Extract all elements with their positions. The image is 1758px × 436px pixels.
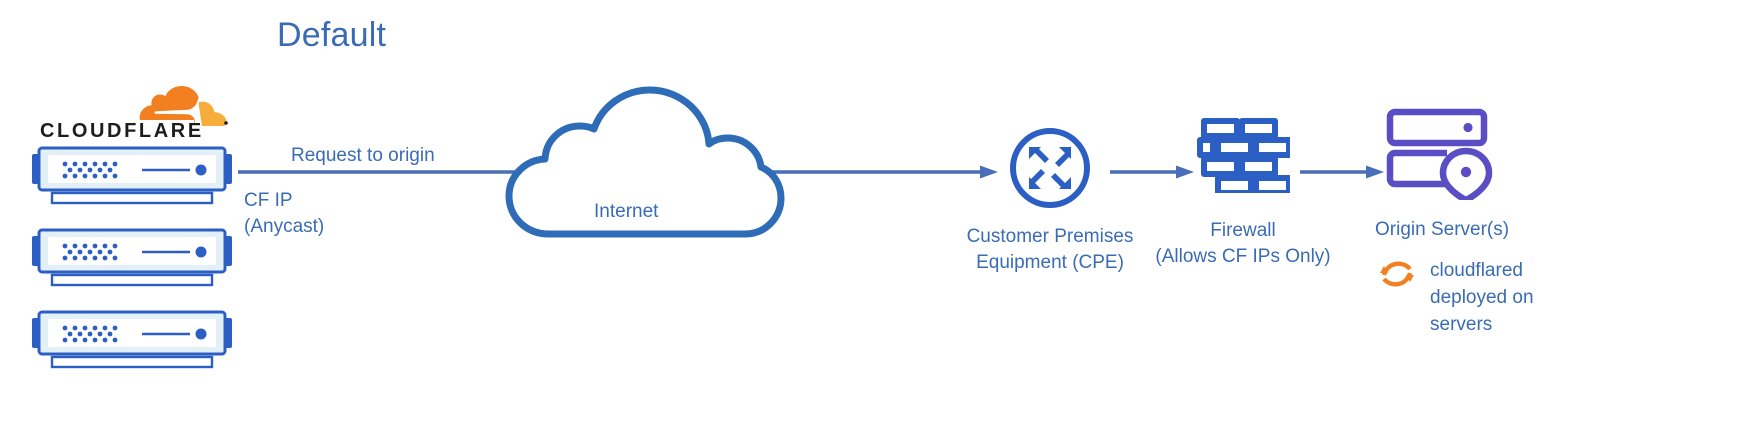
cloudflare-cloud-icon: [128, 86, 228, 130]
cloudflare-server-2: [32, 228, 232, 290]
brick-wall-icon: [1196, 117, 1292, 196]
converging-arrows-circle-icon: [1008, 126, 1092, 210]
firewall-label-line-2: (Allows CF IPs Only): [1155, 246, 1331, 267]
internet-label: Internet: [594, 201, 659, 222]
origin-server-label: Origin Server(s): [1375, 219, 1510, 240]
firewall-label: Firewall (Allows CF IPs Only): [1145, 218, 1341, 270]
request-to-origin-label: Request to origin: [291, 145, 435, 166]
cloudflared-line-3: servers: [1430, 314, 1493, 335]
cloudflare-wordmark: CLOUDFLARE: [40, 118, 230, 142]
cf-ip-line-1: CF IP: [244, 190, 293, 211]
cloudflared-line-1: cloudflared: [1430, 260, 1523, 281]
cloudflared-deployed-label: cloudflared deployed on servers: [1430, 257, 1534, 338]
right-arrow-icon: [1110, 164, 1194, 180]
page-title: Default: [277, 16, 387, 54]
cloud-outline-icon: [505, 86, 785, 238]
right-arrow-icon: [1300, 164, 1384, 180]
origin-server-pin-icon: [1386, 108, 1496, 204]
cloudflare-server-1: [32, 146, 232, 208]
cpe-label-line-2: Equipment (CPE): [976, 252, 1124, 273]
cloudflare-wordmark-text: CLOUDFLARE: [40, 120, 204, 142]
cloudflare-server-3: [32, 310, 232, 372]
cf-ip-line-2: (Anycast): [244, 216, 325, 237]
cpe-label: Customer Premises Equipment (CPE): [950, 224, 1150, 276]
cf-ip-anycast-label: CF IP (Anycast): [244, 188, 324, 240]
cloudflared-line-2: deployed on: [1430, 287, 1534, 308]
cpe-label-line-1: Customer Premises: [966, 226, 1134, 247]
firewall-label-line-1: Firewall: [1210, 220, 1276, 241]
refresh-sync-icon: [1376, 253, 1418, 295]
